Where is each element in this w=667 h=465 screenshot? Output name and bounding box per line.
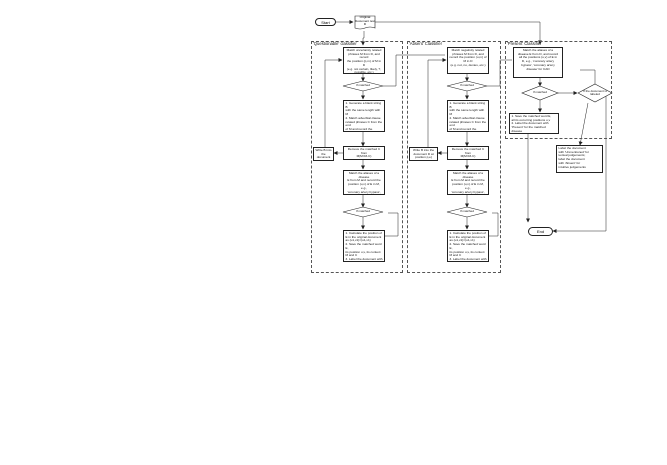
- connector-p-labeled-loop: [580, 69, 596, 88]
- connector-q-loop: [324, 58, 343, 148]
- connector-doc-present: [374, 21, 542, 45]
- questionable-title: 'Questionable' classifier: [313, 41, 357, 46]
- p-labeled-label: If the document is labeled: [583, 88, 607, 96]
- start-terminal: Start: [315, 18, 336, 26]
- p-unmentioned-box: Label the document with 'Unmentioned' fo…: [556, 145, 603, 173]
- absent-title: 'Absent' Classifier: [409, 41, 443, 46]
- q-calculate-box: 1. Calculate the position of E in the or…: [343, 230, 385, 262]
- a-generate-box: 1. Generate a blank string B with the sa…: [447, 100, 489, 132]
- q-write-box: Write B into the document D at position …: [313, 147, 334, 161]
- a-decision-label: If matched: [459, 83, 474, 88]
- a-write-box: Write B into the document D at position …: [409, 147, 438, 161]
- q-decision2-diamond: [342, 206, 384, 218]
- p-decision-label: If matched: [532, 90, 547, 95]
- p-labeled-diamond: [577, 83, 613, 103]
- a-calculate-box: 1. Calculate the position of E in the or…: [447, 230, 489, 262]
- a-decision-diamond: [446, 80, 488, 92]
- q-remove-box: Remove the matched C from M(M=M-C) Write…: [343, 146, 385, 160]
- a-decision2-label: If matched: [459, 209, 474, 214]
- a-decision2-diamond: [446, 206, 488, 218]
- p-save-box: 1. Save the matched word E, all its occu…: [509, 113, 559, 134]
- p-decision-diamond: [521, 85, 559, 101]
- a-match-disease-box: Match the aliases of a disease E from M …: [447, 170, 489, 195]
- a-remove-box: Remove the matched C from M(M=M-C) Write…: [447, 146, 489, 160]
- present-group: [505, 41, 612, 139]
- absent-group: [407, 41, 501, 273]
- connector-q-no-absent: [383, 54, 445, 87]
- end-terminal: End: [528, 227, 553, 236]
- q-decision-diamond: [342, 80, 384, 92]
- q-generate-box: 1. Generate a blank string B with the sa…: [343, 100, 385, 132]
- connector-a-calc-loop: [487, 212, 499, 237]
- q-decision-label: If matched: [355, 83, 370, 88]
- p-match-box: Match the aliases of a disease E from D,…: [513, 47, 563, 78]
- original-document-label: Original Document text D: [355, 15, 375, 27]
- q-match-box: Match uncertainty related phrases M from…: [343, 47, 385, 74]
- present-title: 'Present' Classifier: [507, 41, 542, 46]
- document-shape: [354, 15, 376, 30]
- connector-a-loop: [427, 58, 447, 148]
- q-decision2-label: If matched: [355, 209, 370, 214]
- q-match-disease-box: Match the aliases of a disease E from M …: [343, 170, 385, 195]
- a-match-box: Match negativity related phrases M from …: [447, 47, 489, 74]
- connector-q-calc-loop: [383, 212, 399, 237]
- questionable-group: [311, 41, 403, 273]
